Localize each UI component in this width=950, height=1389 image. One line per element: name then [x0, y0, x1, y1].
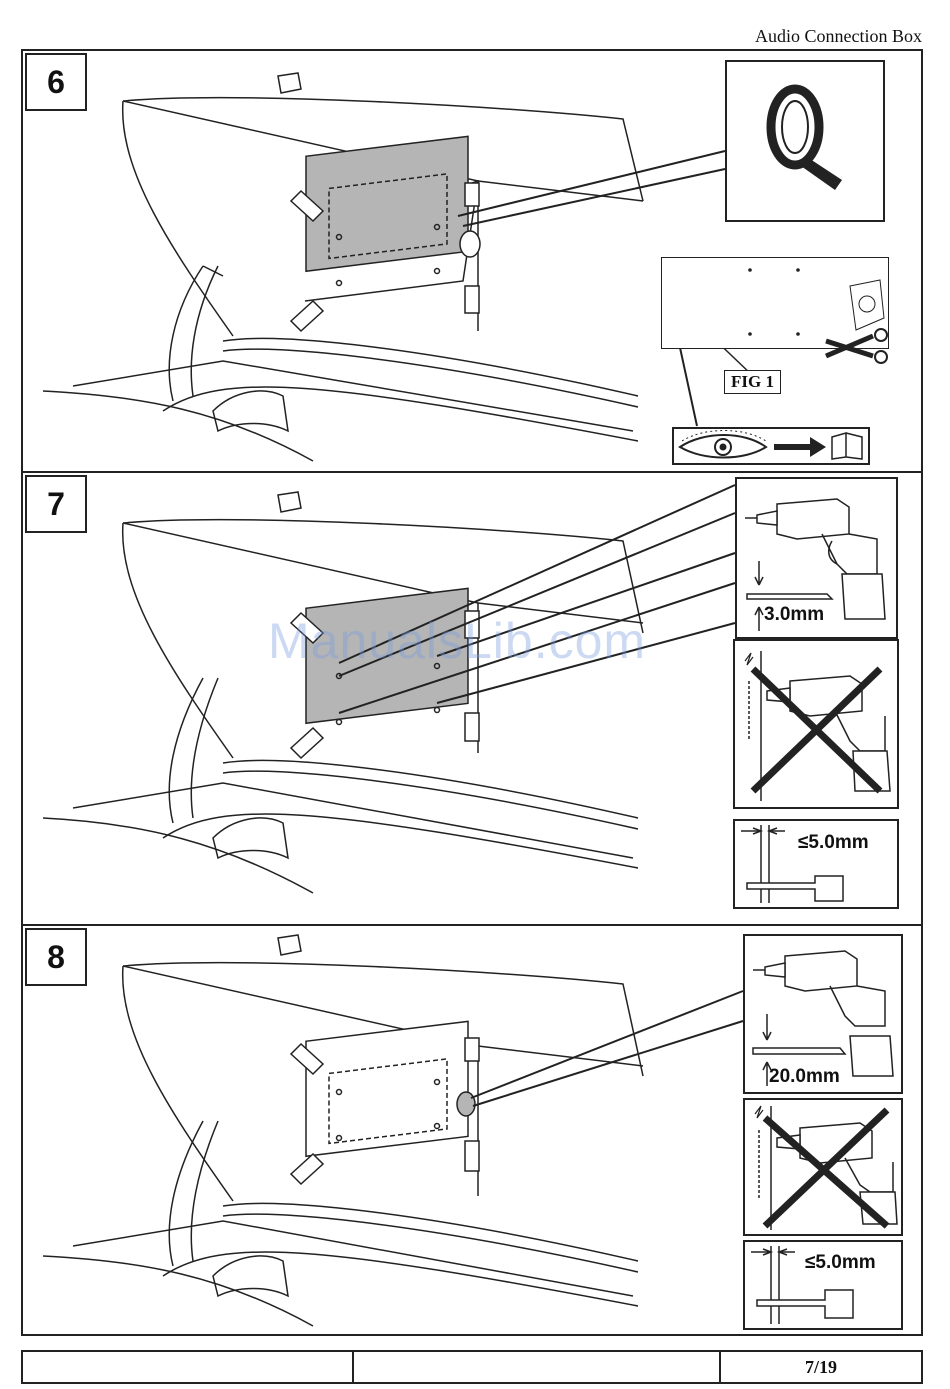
- no-hammer-inset: [733, 639, 899, 809]
- tape-inset: [725, 60, 885, 222]
- step-6-panel: 6: [21, 49, 923, 473]
- drill-size-label: 3.0mm: [764, 604, 824, 626]
- template-sheet: [662, 258, 888, 348]
- view-flip-inset: [672, 427, 870, 465]
- drill-bit-icon: [747, 594, 832, 599]
- footer-cell-left: [23, 1352, 354, 1382]
- step-7-panel: 7: [21, 471, 923, 926]
- document-title: Audio Connection Box: [755, 26, 922, 47]
- watermark: ManualsLib.com: [268, 612, 646, 670]
- drill-bit-icon: [753, 1048, 845, 1054]
- step-8-panel: 8: [21, 924, 923, 1336]
- drill-size-label: 20.0mm: [769, 1066, 840, 1088]
- no-drill-icon: [745, 1100, 901, 1234]
- page-number: 7/19: [721, 1352, 921, 1382]
- tape-roll-icon: [727, 62, 883, 220]
- footer-table: 7/19: [21, 1350, 923, 1384]
- fig-label: FIG 1: [724, 370, 781, 394]
- no-drill-icon: [735, 641, 897, 807]
- no-hammer-inset: [743, 1098, 903, 1236]
- footer-cell-middle: [354, 1352, 721, 1382]
- edge-distance-label: ≤5.0mm: [805, 1252, 876, 1274]
- edge-distance-label: ≤5.0mm: [798, 832, 869, 854]
- eye-scale-icon: [674, 429, 868, 463]
- template-inset: [661, 257, 889, 349]
